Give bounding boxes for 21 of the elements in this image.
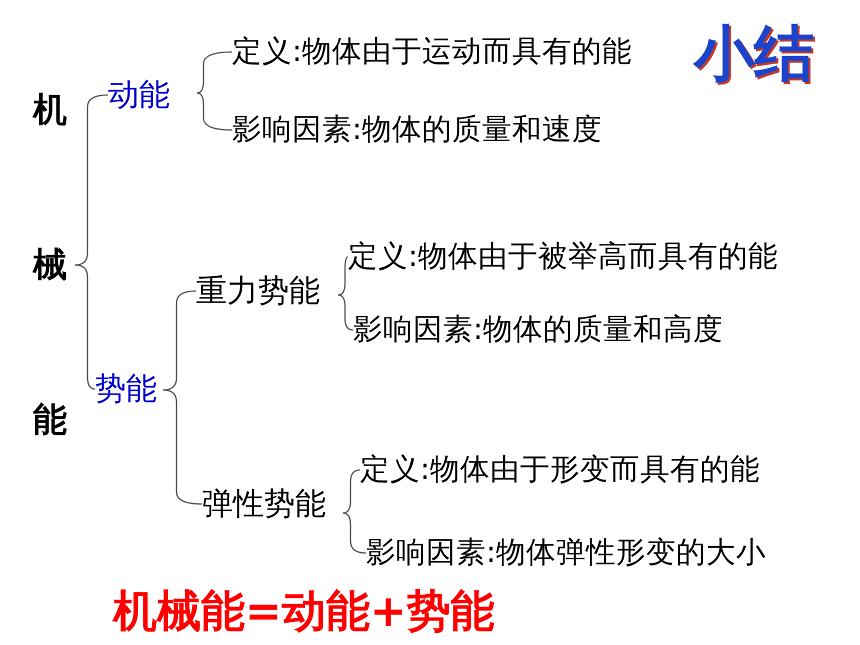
term-label: 势能 <box>95 368 163 410</box>
term-label: 动能 <box>108 74 197 116</box>
description-text: 定义:物体由于形变而具有的能 <box>360 450 760 490</box>
title: 小结 <box>694 18 814 91</box>
description-text: 影响因素:物体的质量和高度 <box>353 310 723 350</box>
brace <box>74 94 108 266</box>
brace <box>338 256 348 296</box>
brace <box>342 512 366 554</box>
term-label: 重力势能 <box>196 270 338 312</box>
description-text: 影响因素:物体弹性形变的大小 <box>366 533 766 573</box>
term-label: 机械能 <box>30 33 75 498</box>
description-text: 影响因素:物体的质量和速度 <box>232 110 602 150</box>
caption: 机械能=动能+势能 <box>113 585 495 639</box>
description-text: 定义:物体由于被举高而具有的能 <box>348 237 778 277</box>
description-text: 定义:物体由于运动而具有的能 <box>232 32 632 72</box>
term-label: 弹性势能 <box>202 483 343 525</box>
brace <box>162 290 196 391</box>
brace <box>196 92 232 131</box>
brace <box>196 51 232 94</box>
brace <box>74 264 96 390</box>
brace <box>162 389 202 505</box>
